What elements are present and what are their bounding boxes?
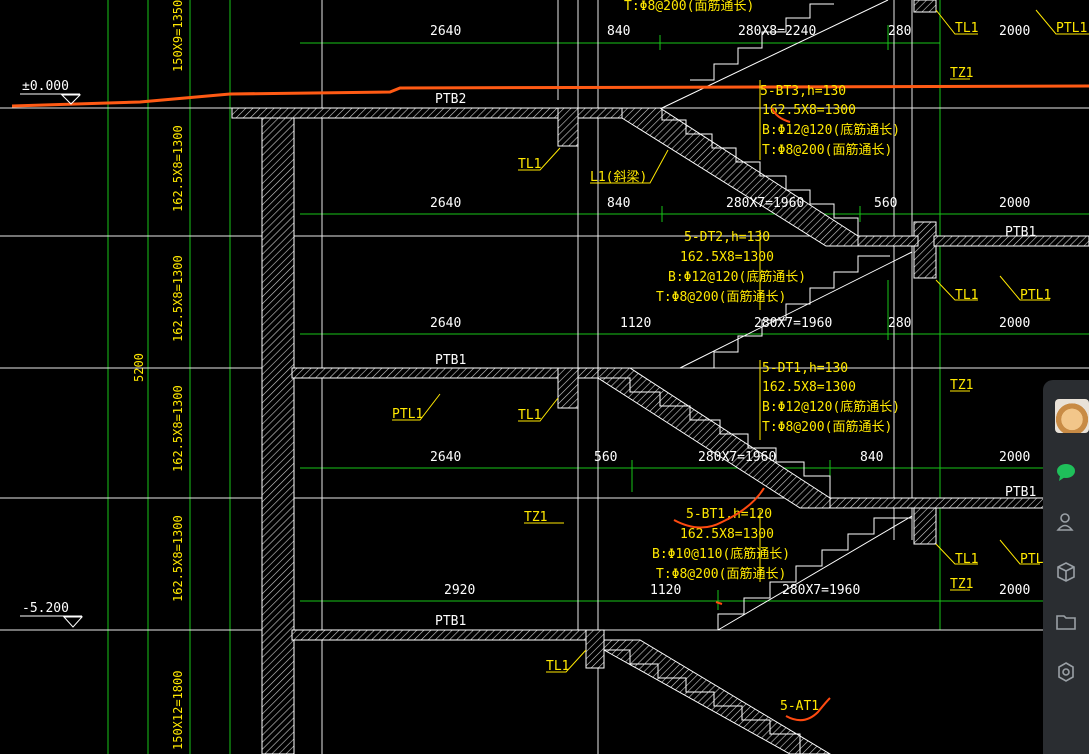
label-at1: 5-AT1	[780, 699, 819, 714]
level-markers	[20, 93, 84, 628]
note-bt1-name: 5-BT1,h=120	[686, 507, 772, 522]
note-dt2-top: T:Φ8@200(面筋通长)	[656, 289, 786, 305]
label-ptl1-1: PTL1	[1056, 21, 1087, 36]
dim-r4-c: 280X7=1960	[698, 450, 776, 465]
cube-icon[interactable]	[1043, 552, 1089, 592]
dim-r1-c: 280X8=2240	[738, 24, 816, 39]
dim-r2-c: 280X7=1960	[726, 196, 804, 211]
label-tz1-1: TZ1	[950, 66, 973, 81]
stair-note-bt1: 5-BT1,h=120 162.5X8=1300 B:Φ10@110(底筋通长)…	[652, 507, 790, 582]
vdim-3: 162.5X8=1300	[171, 255, 185, 342]
vdim-1: 150X9=1350	[171, 0, 185, 72]
dim-r3-d: 280	[888, 316, 911, 331]
stair-note-dt2: 5-DT2,h=130 162.5X8=1300 B:Φ12@120(底筋通长)…	[656, 230, 806, 305]
note-top-partial: T:Φ8@200(面筋通长)	[624, 0, 754, 14]
note-bt1-bottom: B:Φ10@110(底筋通长)	[652, 546, 790, 562]
vdim-4: 162.5X8=1300	[171, 385, 185, 472]
stair-note-bt3: 5-BT3,h=130 162.5X8=1300 B:Φ12@120(底筋通长)…	[760, 84, 900, 158]
markup-strokes	[673, 107, 831, 722]
ground-line	[11, 84, 1089, 108]
folder-icon[interactable]	[1043, 602, 1089, 642]
dim-r4-e: 2000	[999, 450, 1030, 465]
label-ptb1-d: PTB1	[435, 614, 466, 629]
dim-r5-c: 280X7=1960	[782, 583, 860, 598]
settings-icon[interactable]	[1043, 652, 1089, 692]
element-labels: PTB2 PTB1 PTB1 PTB1 PTB1 TL1 TL1 TL1 TL1…	[392, 21, 1087, 714]
chat-icon[interactable]	[1043, 452, 1089, 492]
vdim-total: 5200	[132, 353, 146, 382]
label-tl1-1: TL1	[955, 21, 978, 36]
dim-r1-d: 280	[888, 24, 911, 39]
note-bt3-bottom: B:Φ12@120(底筋通长)	[762, 122, 900, 138]
dim-r3-e: 2000	[999, 316, 1030, 331]
label-l1: L1(斜梁)	[590, 170, 647, 185]
note-bt3-steps: 162.5X8=1300	[762, 103, 856, 118]
dim-r3-a: 2640	[430, 316, 461, 331]
label-ptl: PTL	[1020, 552, 1044, 567]
label-ptb1-b: PTB1	[435, 353, 466, 368]
vdim-2: 162.5X8=1300	[171, 125, 185, 212]
note-dt1-steps: 162.5X8=1300	[762, 380, 856, 395]
note-bt1-top: T:Φ8@200(面筋通长)	[656, 566, 786, 582]
dim-r1-e: 2000	[999, 24, 1030, 39]
note-bt3-name: 5-BT3,h=130	[760, 84, 846, 99]
label-ptb1-a: PTB1	[1005, 225, 1036, 240]
label-ptb2: PTB2	[435, 92, 466, 107]
dim-r5-b: 1120	[650, 583, 681, 598]
dim-r4-b: 560	[594, 450, 617, 465]
label-leaders	[392, 9, 1089, 673]
avatar[interactable]	[1055, 399, 1089, 433]
note-bt1-steps: 162.5X8=1300	[680, 527, 774, 542]
stair-note-dt1: 5-DT1,h=130 162.5X8=1300 B:Φ12@120(底筋通长)…	[762, 361, 900, 435]
contacts-icon[interactable]	[1043, 502, 1089, 542]
dim-r2-a: 2640	[430, 196, 461, 211]
label-tz1-2: TZ1	[950, 378, 973, 393]
dim-r3-c: 280X7=1960	[754, 316, 832, 331]
level-top: ±0.000	[22, 79, 69, 94]
label-ptb1-c: PTB1	[1005, 485, 1036, 500]
vertical-dim-texts: 150X9=1350 162.5X8=1300 162.5X8=1300 520…	[132, 0, 185, 750]
label-tl1-2: TL1	[518, 157, 541, 172]
dim-r4-d: 840	[860, 450, 883, 465]
note-dt1-name: 5-DT1,h=130	[762, 361, 848, 376]
dim-r5-a: 2920	[444, 583, 475, 598]
floating-sidebar	[1043, 380, 1089, 754]
dim-r2-e: 2000	[999, 196, 1030, 211]
note-bt3-top: T:Φ8@200(面筋通长)	[762, 142, 892, 158]
horizontal-dim-texts: 2640 840 280X8=2240 280 2000 2640 840 28…	[430, 24, 1030, 598]
horizontal-dimension-lines	[300, 0, 1089, 630]
stair-profiles	[600, 0, 913, 754]
dim-r2-d: 560	[874, 196, 897, 211]
dim-r4-a: 2640	[430, 450, 461, 465]
note-dt1-bottom: B:Φ12@120(底筋通长)	[762, 399, 900, 415]
dim-r1-b: 840	[607, 24, 630, 39]
dim-r1-a: 2640	[430, 24, 461, 39]
dim-r5-d: 2000	[999, 583, 1030, 598]
note-dt1-top: T:Φ8@200(面筋通长)	[762, 419, 892, 435]
note-dt2-steps: 162.5X8=1300	[680, 250, 774, 265]
label-tl1-5: TL1	[955, 552, 978, 567]
label-tl1-6: TL1	[546, 659, 569, 674]
label-tz1-4: TZ1	[950, 577, 973, 592]
dim-r2-b: 840	[607, 196, 630, 211]
level-bottom: -5.200	[22, 601, 69, 616]
vdim-5: 162.5X8=1300	[171, 515, 185, 602]
note-dt2-bottom: B:Φ12@120(底筋通长)	[668, 269, 806, 285]
vdim-6: 150X12=1800	[171, 671, 185, 750]
label-ptl1-2: PTL1	[1020, 288, 1051, 303]
dim-r3-b: 1120	[620, 316, 651, 331]
label-tl1-3: TL1	[955, 288, 978, 303]
label-tz1-3: TZ1	[524, 510, 547, 525]
note-dt2-name: 5-DT2,h=130	[684, 230, 770, 245]
label-ptl1-3: PTL1	[392, 407, 423, 422]
concrete-sections	[231, 0, 1089, 754]
label-tl1-4: TL1	[518, 408, 541, 423]
vertical-dimension-lines	[107, 0, 231, 754]
